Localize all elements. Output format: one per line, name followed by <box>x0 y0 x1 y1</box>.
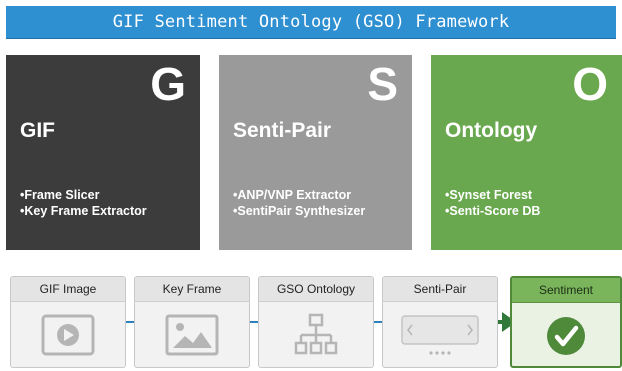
ontology-panel-list: Synset Forest Senti-Score DB <box>445 187 540 219</box>
carousel-icon <box>401 315 479 355</box>
stage-key-frame: Key Frame <box>134 276 250 368</box>
pipeline-connector <box>125 321 135 323</box>
list-item: Key Frame Extractor <box>20 203 146 219</box>
stage-label: Senti-Pair <box>383 277 497 302</box>
sentipair-panel-list: ANP/VNP Extractor SentiPair Synthesizer <box>233 187 365 219</box>
list-item: Senti-Score DB <box>445 203 540 219</box>
ontology-panel: O Ontology Synset Forest Senti-Score DB <box>431 55 622 250</box>
hierarchy-icon <box>294 313 338 355</box>
gif-panel-list: Frame Slicer Key Frame Extractor <box>20 187 147 219</box>
stage-label: GIF Image <box>11 277 125 302</box>
framework-title: GIF Sentiment Ontology (GSO) Framework <box>112 12 510 32</box>
stage-label: Sentiment <box>512 278 620 303</box>
stage-gso-ontology: GSO Ontology <box>258 276 374 368</box>
pipeline-connector <box>249 321 259 323</box>
sentipair-panel: S Senti-Pair ANP/VNP Extractor SentiPair… <box>219 55 412 250</box>
pipeline-arrow-shaft <box>494 320 504 324</box>
stage-label: Key Frame <box>135 277 249 302</box>
framework-title-banner: GIF Sentiment Ontology (GSO) Framework <box>6 6 616 39</box>
list-item: ANP/VNP Extractor <box>233 187 365 203</box>
sentipair-panel-title: Senti-Pair <box>233 119 332 142</box>
stage-gif-image: GIF Image <box>10 276 126 368</box>
gif-panel-letter: G <box>150 58 186 110</box>
list-item: Synset Forest <box>445 187 540 203</box>
stage-label: GSO Ontology <box>259 277 373 302</box>
check-icon <box>547 317 585 355</box>
stage-sentiment: Sentiment <box>510 276 622 368</box>
gif-panel: G GIF Frame Slicer Key Frame Extractor <box>6 55 200 250</box>
play-icon <box>41 314 95 356</box>
sentipair-panel-letter: S <box>367 58 398 110</box>
gif-panel-title: GIF <box>20 119 55 142</box>
list-item: Frame Slicer <box>20 187 147 203</box>
list-item: SentiPair Synthesizer <box>233 203 365 219</box>
pipeline-connector <box>373 321 383 323</box>
stage-senti-pair: Senti-Pair <box>382 276 498 368</box>
ontology-panel-title: Ontology <box>445 119 538 142</box>
ontology-panel-letter: O <box>572 58 608 110</box>
image-icon <box>165 314 219 356</box>
